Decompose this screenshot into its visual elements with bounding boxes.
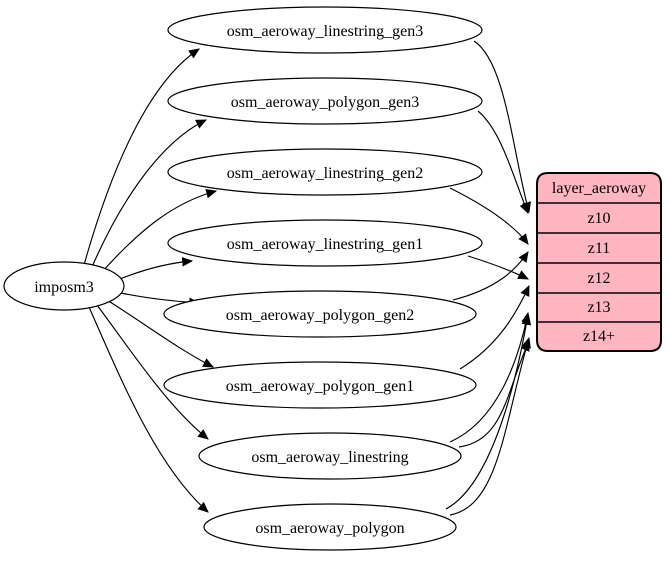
edge-imposm3-to-osm_aeroway_linestring_gen3 xyxy=(83,48,200,266)
edge-osm_aeroway_linestring_gen3-to-z10 xyxy=(473,40,532,214)
edge-group-tables-to-layer xyxy=(445,40,532,516)
imposm3-label: imposm3 xyxy=(34,279,94,296)
edge-imposm3-to-osm_aeroway_linestring_gen2 xyxy=(101,188,218,273)
node-osm_aeroway_polygon: osm_aeroway_polygon xyxy=(203,503,457,551)
node-osm_aeroway_linestring_gen2: osm_aeroway_linestring_gen2 xyxy=(167,148,483,196)
table-ellipse xyxy=(167,77,483,125)
layer-row-z12: z12 xyxy=(587,270,610,287)
edge-osm_aeroway_polygon_gen3-to-z10 xyxy=(477,110,529,215)
table-ellipse xyxy=(163,361,477,409)
node-osm_aeroway_linestring_gen1: osm_aeroway_linestring_gen1 xyxy=(167,219,483,267)
edge-osm_aeroway_linestring_gen1-to-z12 xyxy=(467,255,529,280)
layer-row-z10: z10 xyxy=(587,210,610,227)
table-label: osm_aeroway_polygon_gen3 xyxy=(231,94,419,111)
edge-imposm3-to-osm_aeroway_linestring xyxy=(96,304,209,440)
edge-imposm3-to-osm_aeroway_polygon xyxy=(88,306,209,513)
edge-osm_aeroway_linestring-to-z13 xyxy=(449,311,531,443)
layer-row-z13: z13 xyxy=(587,299,610,316)
layer-record-shape xyxy=(536,172,662,352)
node-imposm3: imposm3 xyxy=(3,261,125,311)
node-osm_aeroway_linestring: osm_aeroway_linestring xyxy=(198,432,462,480)
edge-osm_aeroway_linestring_gen2-to-z11 xyxy=(449,187,529,245)
table-ellipse xyxy=(198,432,462,480)
node-layer_aeroway: layer_aeroway z10 z11 z12 z13 z14+ xyxy=(536,172,662,352)
node-osm_aeroway_polygon_gen2: osm_aeroway_polygon_gen2 xyxy=(163,290,477,338)
edge-imposm3-to-osm_aeroway_polygon_gen1 xyxy=(106,299,214,368)
node-osm_aeroway_polygon_gen3: osm_aeroway_polygon_gen3 xyxy=(167,77,483,125)
table-ellipse xyxy=(203,503,457,551)
table-label: osm_aeroway_linestring_gen1 xyxy=(227,236,423,253)
table-ellipse xyxy=(167,6,483,54)
edge-osm_aeroway_polygon_gen1-to-z12 xyxy=(459,285,530,370)
edge-osm_aeroway_polygon_gen2-to-z11 xyxy=(452,251,529,301)
table-ellipse xyxy=(167,219,483,267)
table-ellipse xyxy=(167,148,483,196)
layer-title: layer_aeroway xyxy=(552,180,646,197)
edge-osm_aeroway_polygon-to-z14plus xyxy=(449,336,531,516)
layer-row-z14plus: z14+ xyxy=(583,328,615,345)
edge-imposm3-to-osm_aeroway_linestring_gen1 xyxy=(119,257,194,280)
table-label: osm_aeroway_polygon_gen2 xyxy=(226,307,414,324)
edge-imposm3-to-osm_aeroway_polygon_gen3 xyxy=(91,119,207,268)
table-label: osm_aeroway_polygon_gen1 xyxy=(226,378,414,395)
table-label: osm_aeroway_linestring xyxy=(251,449,408,466)
table-label: osm_aeroway_linestring_gen2 xyxy=(227,165,423,182)
table-label: osm_aeroway_linestring_gen3 xyxy=(227,23,423,40)
edge-osm_aeroway_linestring-to-z14plus xyxy=(458,340,530,448)
table-label: osm_aeroway_polygon xyxy=(255,520,404,537)
imposm3-ellipse xyxy=(3,261,125,311)
node-osm_aeroway_linestring_gen3: osm_aeroway_linestring_gen3 xyxy=(167,6,483,54)
node-osm_aeroway_polygon_gen1: osm_aeroway_polygon_gen1 xyxy=(163,361,477,409)
table-ellipse xyxy=(163,290,477,338)
edge-group-tool-to-tables xyxy=(83,48,218,513)
layer-row-z11: z11 xyxy=(588,240,611,257)
